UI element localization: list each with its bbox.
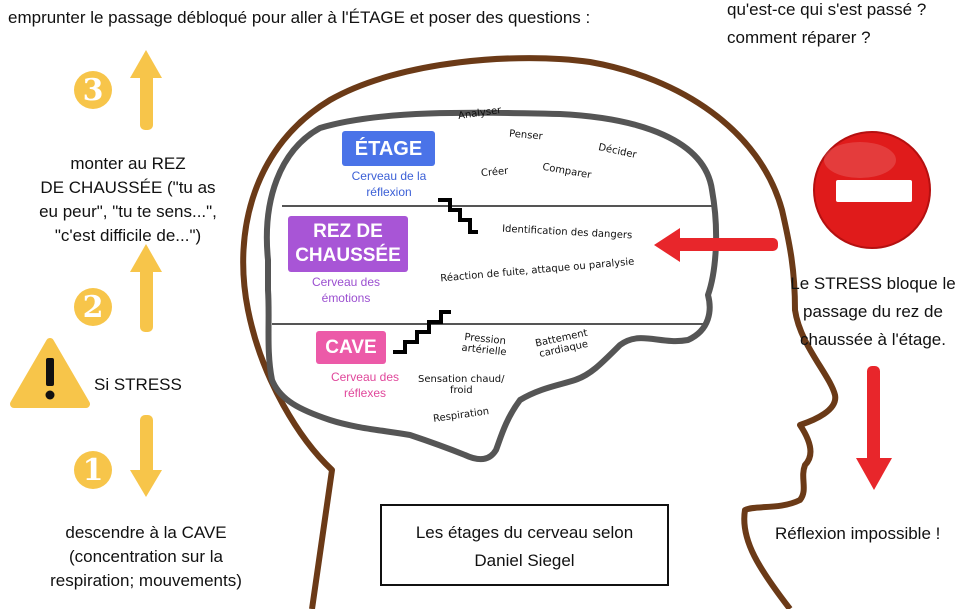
warning-icon xyxy=(10,338,90,408)
cave-item-sensation-line-1: Sensation chaud/ xyxy=(418,374,505,385)
etage-subtitle-line-2: réflexion xyxy=(366,185,412,199)
step-2-line-3: eu peur", "tu te sens...", xyxy=(39,202,217,221)
top-instruction: emprunter le passage débloqué pour aller… xyxy=(8,8,591,27)
step-1-text: descendre à la CAVE (concentration sur l… xyxy=(18,521,274,593)
staircase xyxy=(393,310,451,354)
step-2-line-4: "c'est difficile de...") xyxy=(54,226,202,245)
step-1-number: 1 xyxy=(74,451,112,489)
step-1-line-3: respiration; mouvements) xyxy=(50,571,242,590)
stress-label: Si STRESS xyxy=(94,375,182,394)
head-outline xyxy=(240,55,839,609)
etage-subtitle-line-1: Cerveau de la xyxy=(351,169,427,183)
caption-line-2: Daniel Siegel xyxy=(474,551,575,570)
rez-subtitle-line-1: Cerveau des xyxy=(311,275,381,289)
cave-subtitle-line-2: réflexes xyxy=(343,386,387,400)
rez-subtitle: Cerveau des émotions xyxy=(286,274,406,306)
step-2-line-1: monter au REZ xyxy=(70,154,186,173)
etage-item-creer: Créer xyxy=(480,165,509,180)
cave-badge: CAVE xyxy=(316,331,386,364)
red-arrow-left xyxy=(654,228,778,262)
cave-item-sensation-line-2: froid xyxy=(449,385,473,396)
rez-badge: REZ DE CHAUSSÉE xyxy=(288,216,408,272)
rez-badge-line-1: REZ DE xyxy=(313,221,383,242)
cave-subtitle: Cerveau des réflexes xyxy=(307,369,423,401)
yellow-arrow-up-2 xyxy=(130,244,162,332)
yellow-arrow-down-1 xyxy=(130,415,162,497)
top-right-question-1: qu'est-ce qui s'est passé ? xyxy=(727,0,927,19)
reflexion-impossible: Réflexion impossible ! xyxy=(775,524,941,543)
stress-block-line-1: Le STRESS bloque le xyxy=(790,274,956,293)
stress-block-text: Le STRESS bloque le passage du rez de ch… xyxy=(766,270,980,354)
etage-subtitle: Cerveau de la réflexion xyxy=(330,168,448,200)
rez-subtitle-line-2: émotions xyxy=(321,291,371,305)
yellow-arrow-up-3 xyxy=(130,50,162,130)
top-right-question-2: comment réparer ? xyxy=(727,28,871,47)
brain-outline xyxy=(263,109,720,463)
step-1-line-1: descendre à la CAVE xyxy=(65,523,227,542)
step-3-number: 3 xyxy=(74,71,112,109)
stress-block-line-2: passage du rez de xyxy=(803,302,943,321)
cave-subtitle-line-1: Cerveau des xyxy=(330,370,400,384)
step-2-text: monter au REZ DE CHAUSSÉE ("tu as eu peu… xyxy=(0,152,256,248)
caption-box xyxy=(380,504,669,586)
stress-block-line-3: chaussée à l'étage. xyxy=(800,330,946,349)
step-1-line-2: (concentration sur la xyxy=(68,547,224,566)
cave-item-sensation: Sensation chaud/ froid xyxy=(418,374,505,396)
broken-staircase xyxy=(438,198,478,234)
step-2-line-2: DE CHAUSSÉE ("tu as xyxy=(40,178,216,197)
caption-line-1: Les étages du cerveau selon xyxy=(415,523,634,542)
etage-badge: ÉTAGE xyxy=(342,131,435,166)
caption-text: Les étages du cerveau selon Daniel Siege… xyxy=(381,519,668,575)
step-2-number: 2 xyxy=(74,288,112,326)
cave-item-pression: Pression artérielle xyxy=(461,332,508,358)
stop-sign-icon xyxy=(813,131,931,249)
red-arrow-down xyxy=(856,366,892,490)
rez-badge-line-2: CHAUSSÉE xyxy=(295,245,401,266)
